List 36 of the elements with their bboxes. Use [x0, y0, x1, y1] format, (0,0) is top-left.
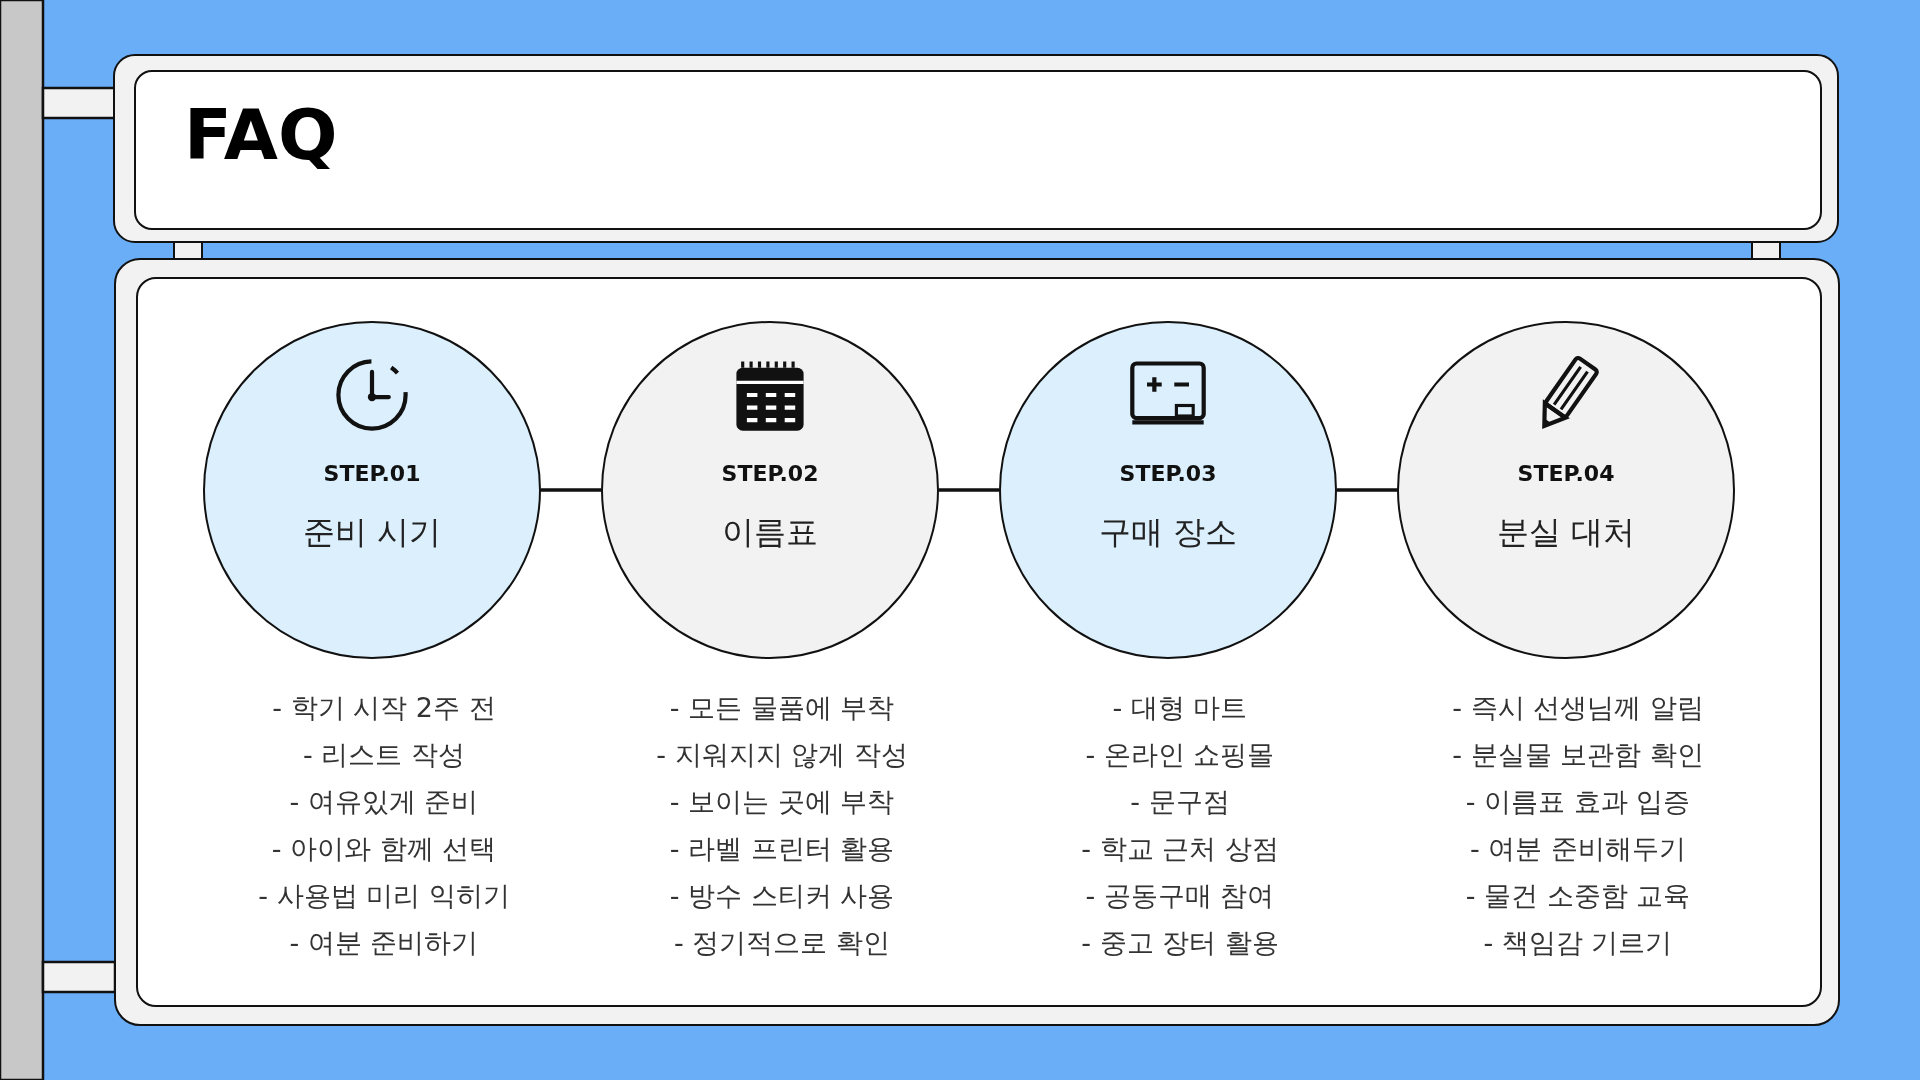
list-item: - 이름표 효과 입증 [1465, 785, 1691, 819]
step-label: STEP.02 [720, 461, 820, 486]
step-title: 준비 시기 [301, 512, 443, 553]
step-label: STEP.01 [322, 461, 422, 486]
connector-line [541, 488, 601, 492]
list-item: - 리스트 작성 [303, 738, 465, 772]
list-item: - 방수 스티커 사용 [669, 879, 895, 913]
list-item: - 정기적으로 확인 [674, 926, 890, 960]
list-item: - 지워지지 않게 작성 [656, 738, 908, 772]
list-item: - 분실물 보관함 확인 [1452, 738, 1704, 772]
list-item: - 온라인 쇼핑몰 [1085, 738, 1275, 772]
title: FAQ [184, 100, 338, 170]
step-title: 분실 대처 [1495, 512, 1637, 553]
connector-line [1337, 488, 1397, 492]
list-item: - 대형 마트 [1112, 691, 1248, 725]
list-item: - 학교 근처 상점 [1081, 832, 1279, 866]
list-item: - 학기 시작 2주 전 [272, 691, 496, 725]
list-item: - 여유있게 준비 [289, 785, 479, 819]
list-item: - 중고 장터 활용 [1081, 926, 1279, 960]
list-item: - 사용법 미리 익히기 [258, 879, 510, 913]
step-title: 구매 장소 [1097, 512, 1239, 553]
list-item: - 공동구매 참여 [1085, 879, 1275, 913]
step-label: STEP.04 [1516, 461, 1616, 486]
list-item: - 모든 물품에 부착 [669, 691, 895, 725]
list-item: - 책임감 기르기 [1483, 926, 1673, 960]
connector-line [939, 488, 999, 492]
list-item: - 라벨 프린터 활용 [669, 832, 895, 866]
list-item: - 보이는 곳에 부착 [669, 785, 895, 819]
step-title: 이름표 [721, 512, 819, 553]
list-item: - 여분 준비하기 [289, 926, 479, 960]
list-item: - 문구점 [1130, 785, 1230, 819]
list-item: - 아이와 함께 선택 [271, 832, 497, 866]
step-label: STEP.03 [1118, 461, 1218, 486]
list-item: - 물건 소중함 교육 [1465, 879, 1691, 913]
list-item: - 즉시 선생님께 알림 [1452, 691, 1704, 725]
list-item: - 여분 준비해두기 [1470, 832, 1686, 866]
